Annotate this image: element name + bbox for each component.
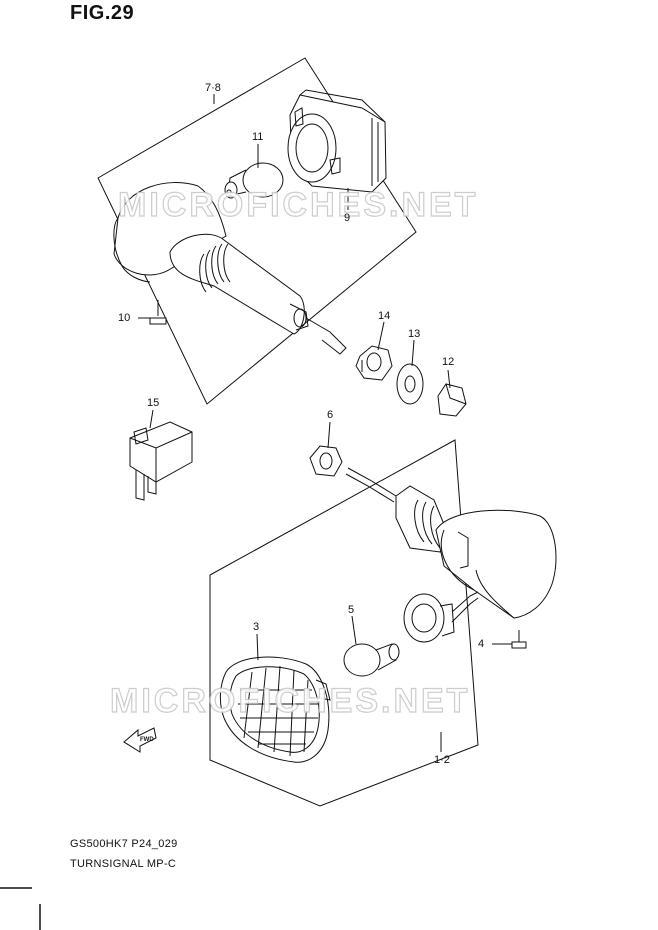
upper-assembly-frame bbox=[97, 57, 417, 405]
callout-label: 11 bbox=[252, 131, 264, 143]
callout-label: 12 bbox=[442, 356, 455, 368]
bulb-socket bbox=[403, 591, 479, 643]
figure-caption: TURNSIGNAL MP-C bbox=[70, 858, 177, 870]
callout-label: 10 bbox=[118, 312, 131, 324]
bulb-part-11 bbox=[224, 162, 284, 199]
wire bbox=[347, 467, 397, 497]
watermark: MICROFICHES.NET bbox=[117, 185, 479, 224]
callout-label: 6 bbox=[327, 409, 334, 421]
watermark: MICROFICHES.NET bbox=[109, 681, 471, 720]
callout-label: 14 bbox=[378, 310, 391, 322]
callout-label: 5 bbox=[348, 604, 355, 616]
callout-label: 1·2 bbox=[434, 754, 450, 766]
callout-label: 9 bbox=[344, 212, 351, 224]
lens-housing-part-9 bbox=[287, 89, 387, 193]
fwd-label: FWD bbox=[140, 737, 154, 743]
model-code: GS500HK7 P24_029 bbox=[70, 838, 178, 850]
callout-label: 7·8 bbox=[205, 82, 221, 94]
callout-label: 3 bbox=[253, 621, 260, 633]
bulb-part-5 bbox=[343, 643, 400, 677]
screw-part-10 bbox=[138, 300, 167, 325]
fwd-arrow-icon: FWD bbox=[123, 727, 157, 753]
callout-label: 15 bbox=[147, 397, 160, 409]
turnsignal-body-upper bbox=[113, 182, 347, 355]
washer-part-13 bbox=[396, 363, 424, 405]
callout-label: 13 bbox=[408, 328, 421, 340]
nut-part-14 bbox=[355, 345, 393, 381]
screw-part-4 bbox=[492, 630, 527, 649]
turnsignal-body-lower bbox=[395, 485, 557, 619]
grommet-part-6 bbox=[309, 445, 343, 477]
lens-part-3 bbox=[219, 656, 331, 763]
relay-part-15 bbox=[129, 421, 193, 501]
callout-label: 4 bbox=[478, 638, 485, 650]
figure-title: FIG.29 bbox=[70, 2, 135, 24]
lower-assembly-frame bbox=[209, 439, 479, 807]
cap-nut-part-12 bbox=[437, 383, 467, 417]
